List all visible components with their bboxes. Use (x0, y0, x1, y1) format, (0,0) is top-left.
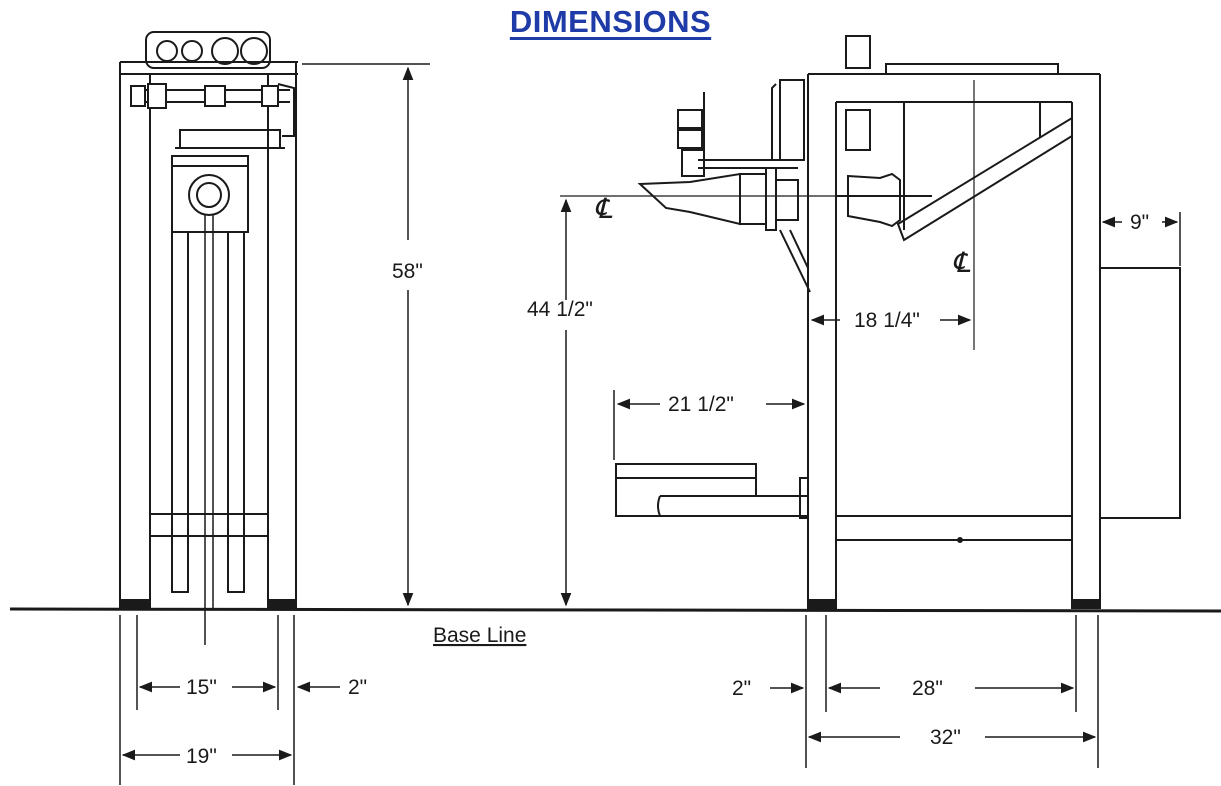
gauge-circle (240, 37, 268, 65)
dim-centerline-height: 44 1/2" (527, 298, 593, 321)
dim-overall-depth-side: 32" (930, 726, 961, 749)
hub-housing (171, 165, 249, 233)
dim-overall-height: 58" (392, 260, 423, 283)
dim-leg-width-side: 2" (732, 677, 751, 700)
gauge-circle (156, 40, 178, 62)
centerline-marker-horizontal: ℄ (594, 192, 613, 225)
dim-inner-width-front: 15" (186, 676, 217, 699)
gauge-block (145, 31, 271, 69)
front-view (119, 31, 298, 645)
side-dimensions (560, 198, 1181, 768)
centerline-marker-vertical: ℄ (952, 246, 971, 279)
nozzle (637, 172, 741, 226)
base-line (9, 607, 1221, 613)
dim-inner-depth-side: 28" (912, 677, 943, 700)
dim-overall-width-front: 19" (186, 745, 217, 768)
discharge-chute (896, 116, 1073, 242)
gauge-circle (181, 40, 203, 62)
dim-overhang-right: 9" (1130, 211, 1149, 234)
dim-leg-width-front: 2" (348, 676, 367, 699)
tray (615, 463, 757, 479)
hub (188, 174, 230, 216)
base-line-label: Base Line (433, 624, 526, 647)
dim-centerline-offset: 18 1/4" (854, 309, 920, 332)
dim-front-extension: 21 1/2" (668, 393, 734, 416)
side-view (560, 35, 1181, 609)
page-title: DIMENSIONS (509, 4, 712, 39)
front-dimensions (119, 63, 430, 785)
motor-box (1099, 267, 1181, 519)
gauge-circle (211, 37, 239, 65)
